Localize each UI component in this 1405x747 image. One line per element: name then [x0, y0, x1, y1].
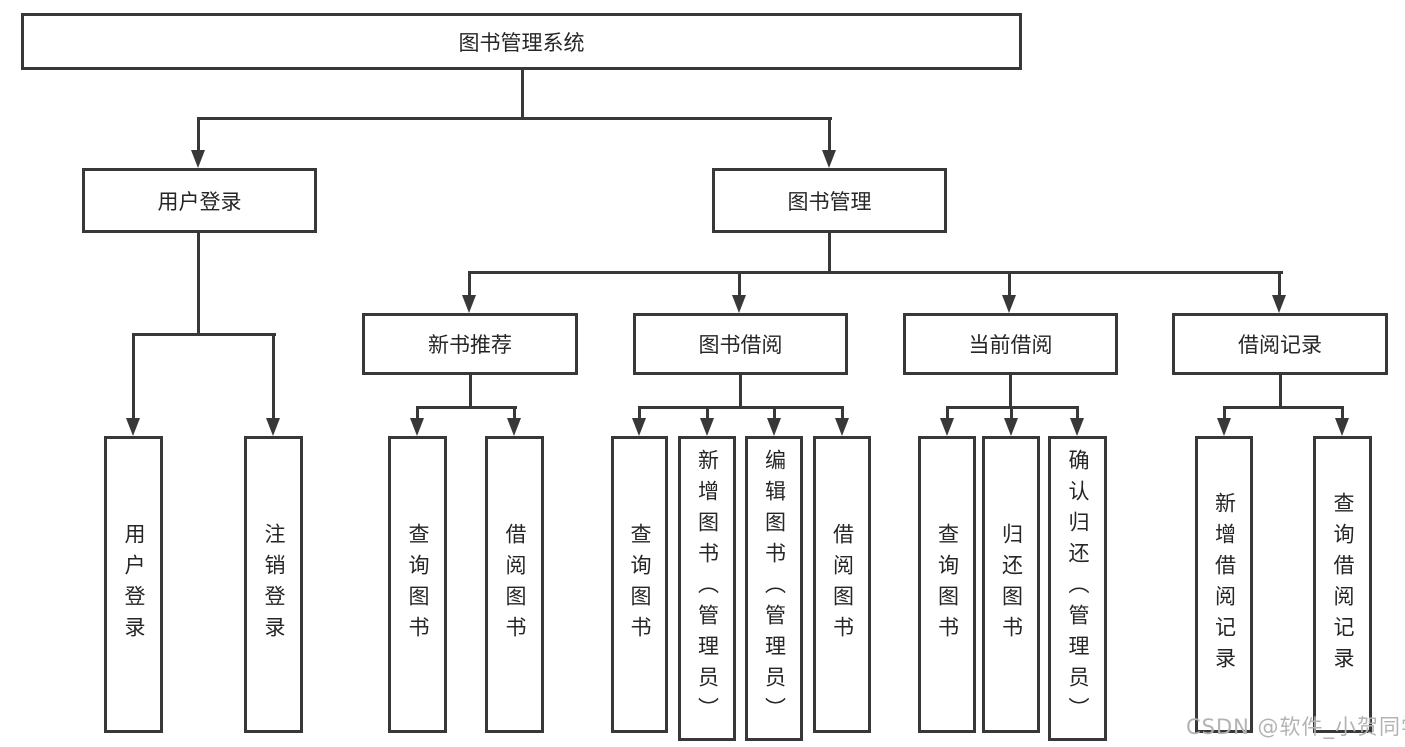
arrow-down-icon	[1335, 418, 1349, 436]
arrow-down-icon	[700, 418, 714, 436]
arrow-down-icon	[822, 150, 836, 168]
leaf-add-borrow-record: 新增借阅记录	[1195, 436, 1253, 733]
leaf-rec-query-books-label: 查询图书	[406, 522, 430, 647]
connector-book-mgmt-stem	[828, 231, 831, 274]
connector-current-borrow-drop-2	[1010, 406, 1013, 420]
connector-current-borrow-stem	[1009, 374, 1012, 409]
connector-root-drop-right	[828, 117, 831, 152]
arrow-down-icon	[1272, 295, 1286, 313]
arrow-down-icon	[1070, 418, 1084, 436]
node-book-management: 图书管理	[712, 168, 947, 233]
node-book-borrow-label: 图书借阅	[698, 333, 783, 357]
leaf-edit-books-admin: 编辑图书（管理员）	[745, 436, 803, 741]
connector-root-stem	[521, 69, 524, 120]
arrow-down-icon	[767, 418, 781, 436]
arrow-down-icon	[1004, 418, 1018, 436]
connector-book-borrow-drop-4	[841, 406, 844, 420]
arrow-down-icon	[732, 295, 746, 313]
connector-borrow-records-stem	[1279, 374, 1282, 409]
arrow-down-icon	[1002, 295, 1016, 313]
arrow-down-icon	[462, 295, 476, 313]
connector-root-crossbar	[197, 117, 832, 120]
connector-book-mgmt-drop-1	[468, 271, 471, 297]
leaf-confirm-return-admin: 确认归还（管理员）	[1048, 436, 1107, 741]
connector-user-login-drop-1	[132, 333, 135, 418]
node-borrow-records-label: 借阅记录	[1238, 333, 1322, 357]
leaf-user-login-label: 用户登录	[122, 522, 146, 647]
leaf-rec-borrow-books: 借阅图书	[485, 436, 544, 733]
connector-new-rec-stem	[469, 374, 472, 409]
leaf-query-borrow-record: 查询借阅记录	[1313, 436, 1372, 733]
connector-book-mgmt-drop-3	[1008, 271, 1011, 297]
leaf-confirm-return-admin-label: 确认归还（管理员）	[1066, 449, 1090, 728]
csdn-watermark: CSDN @软件_小贺同学	[1186, 715, 1405, 739]
connector-borrow-records-drop-2	[1341, 406, 1344, 420]
leaf-borrow-borrow-books: 借阅图书	[813, 436, 871, 733]
leaf-query-borrow-record-label: 查询借阅记录	[1331, 491, 1355, 678]
leaf-return-books: 归还图书	[982, 436, 1040, 733]
node-current-borrow: 当前借阅	[903, 313, 1118, 375]
connector-root-drop-left	[197, 117, 200, 152]
connector-current-borrow-drop-1	[946, 406, 949, 420]
leaf-add-books-admin: 新增图书（管理员）	[678, 436, 736, 741]
leaf-logout-label: 注销登录	[262, 522, 286, 647]
connector-user-login-crossbar	[132, 333, 276, 336]
node-book-borrow: 图书借阅	[633, 313, 848, 375]
node-borrow-records: 借阅记录	[1172, 313, 1388, 375]
leaf-rec-borrow-books-label: 借阅图书	[503, 522, 527, 647]
arrow-down-icon	[1217, 418, 1231, 436]
node-current-borrow-label: 当前借阅	[968, 333, 1053, 357]
connector-new-rec-crossbar	[416, 406, 517, 409]
arrow-down-icon	[191, 150, 205, 168]
connector-new-rec-drop-2	[513, 406, 516, 420]
connector-book-mgmt-drop-2	[738, 271, 741, 297]
leaf-return-books-label: 归还图书	[999, 522, 1024, 647]
connector-book-borrow-stem	[739, 374, 742, 409]
node-new-book-rec-label: 新书推荐	[428, 333, 512, 357]
leaf-user-login: 用户登录	[104, 436, 163, 733]
leaf-add-borrow-record-label: 新增借阅记录	[1212, 491, 1237, 678]
arrow-down-icon	[507, 418, 521, 436]
node-user-login: 用户登录	[82, 168, 317, 233]
connector-book-borrow-drop-3	[773, 406, 776, 420]
connector-book-mgmt-crossbar	[468, 271, 1283, 274]
leaf-current-query-books-label: 查询图书	[935, 522, 960, 647]
connector-user-login-drop-2	[272, 333, 275, 418]
leaf-edit-books-admin-label: 编辑图书（管理员）	[762, 449, 787, 728]
leaf-current-query-books: 查询图书	[918, 436, 976, 733]
connector-borrow-records-drop-1	[1223, 406, 1226, 420]
connector-new-rec-drop-1	[416, 406, 419, 420]
arrow-down-icon	[410, 418, 424, 436]
connector-book-borrow-drop-1	[638, 406, 641, 420]
arrow-down-icon	[835, 418, 849, 436]
node-user-login-label: 用户登录	[157, 189, 242, 214]
arrow-down-icon	[632, 418, 646, 436]
connector-user-login-stem	[197, 231, 200, 336]
leaf-logout: 注销登录	[244, 436, 303, 733]
node-book-management-label: 图书管理	[787, 189, 872, 214]
node-root-label: 图书管理系统	[458, 30, 585, 55]
node-new-book-rec: 新书推荐	[362, 313, 578, 375]
leaf-add-books-admin-label: 新增图书（管理员）	[695, 449, 720, 728]
connector-current-borrow-drop-3	[1076, 406, 1079, 420]
arrow-down-icon	[940, 418, 954, 436]
arrow-down-icon	[126, 418, 140, 436]
node-root: 图书管理系统	[21, 13, 1022, 70]
connector-borrow-records-crossbar	[1223, 406, 1344, 409]
leaf-borrow-query-books: 查询图书	[611, 436, 668, 733]
arrow-down-icon	[266, 418, 280, 436]
leaf-rec-query-books: 查询图书	[388, 436, 447, 733]
leaf-borrow-query-books-label: 查询图书	[628, 522, 652, 647]
connector-book-borrow-crossbar	[638, 406, 844, 409]
connector-book-borrow-drop-2	[706, 406, 709, 420]
connector-book-mgmt-drop-4	[1278, 271, 1281, 297]
leaf-borrow-borrow-books-label: 借阅图书	[830, 522, 855, 647]
